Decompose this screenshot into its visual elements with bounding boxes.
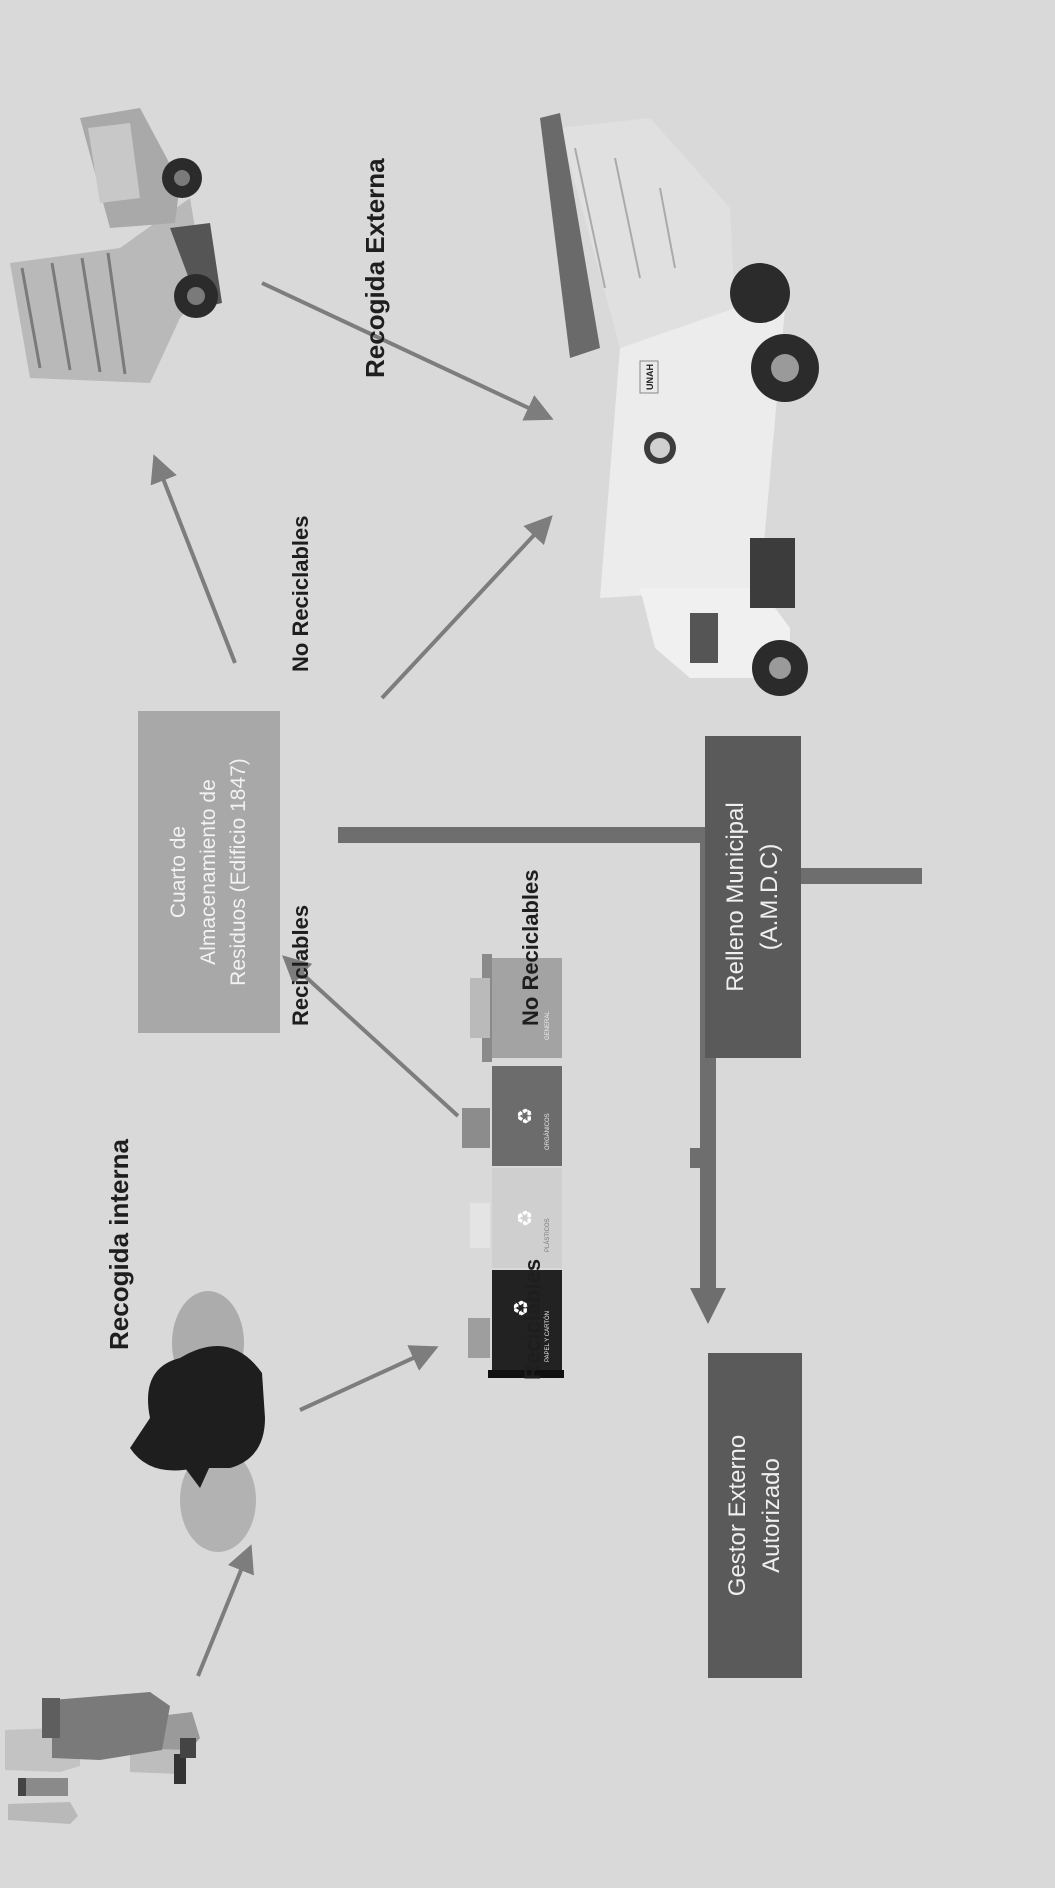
small-bins-icon: [5, 1692, 200, 1824]
arrow-small-bins-to-bags: [198, 1548, 250, 1676]
no-reciclables-bins-label: No Reciclables: [518, 869, 544, 1026]
storage-room-line2: Almacenamiento de: [194, 758, 224, 986]
storage-room-box: Cuarto de Almacenamiento de Residuos (Ed…: [138, 711, 280, 1033]
storage-room-line1: Cuarto de: [164, 758, 194, 986]
recogida-interna-title: Recogida interna: [104, 1139, 135, 1350]
reciclables-bins-label: Reciclables: [520, 1259, 546, 1380]
gestor-line2: Autorizado: [755, 1435, 789, 1596]
garbage-bags-icon: [130, 1291, 265, 1552]
bin-label-general: GENERAL: [545, 1011, 551, 1040]
arrow-bags-to-sorting-bins: [300, 1348, 435, 1410]
compactor-truck-icon: [10, 108, 222, 383]
relleno-municipal-box: Relleno Municipal (A.M.D.C): [705, 736, 801, 1058]
arrow-storage-to-truck: [382, 518, 550, 698]
thick-connectors: [338, 827, 922, 1324]
bin-label-organic: ORGÁNICOS: [545, 1113, 551, 1150]
recogida-externa-title: Recogida Externa: [360, 158, 391, 378]
arrow-storage-to-compactor: [155, 458, 235, 663]
relleno-line2: (A.M.D.C): [753, 802, 787, 991]
gestor-externo-box: Gestor Externo Autorizado: [708, 1353, 802, 1678]
garbage-truck-icon: UNAH: [540, 113, 819, 696]
truck-logo-text: UNAH: [645, 364, 655, 390]
svg-text:♻: ♻: [513, 1107, 537, 1125]
no-reciclables-room-label: No Reciclables: [288, 515, 314, 672]
relleno-line1: Relleno Municipal: [719, 802, 753, 991]
arrow-compactor-to-truck: [262, 283, 550, 418]
storage-room-line3: Residuos (Edificio 1847): [224, 758, 254, 986]
reciclables-room-label: Reciclables: [288, 905, 314, 1026]
bin-label-plastic: PLÁSTICOS: [545, 1218, 551, 1252]
bin-label-paper: PAPEL Y CARTÓN: [545, 1311, 551, 1362]
gestor-line1: Gestor Externo: [721, 1435, 755, 1596]
svg-text:♻: ♻: [513, 1209, 537, 1227]
